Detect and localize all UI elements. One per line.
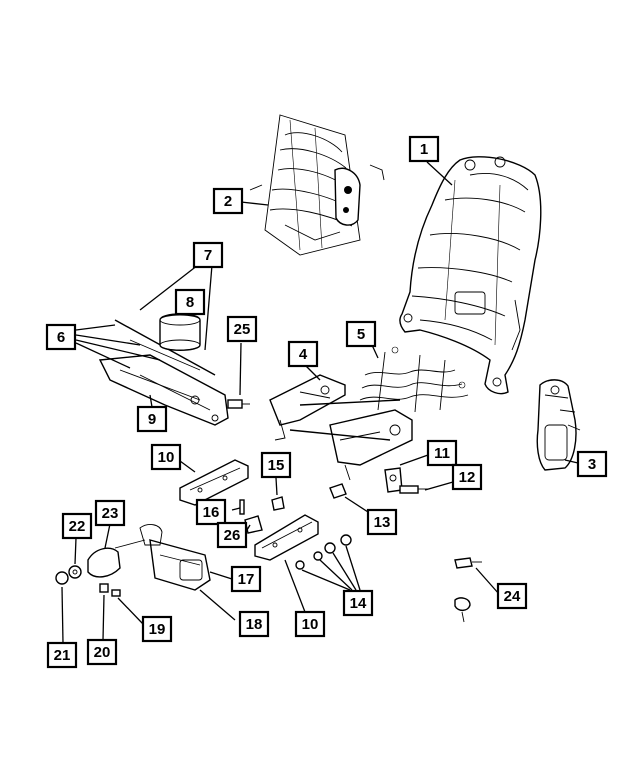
callout-15: 15 bbox=[260, 451, 292, 479]
callout-3: 3 bbox=[576, 450, 608, 478]
screws-24 bbox=[454, 557, 482, 623]
callout-25-text: 25 bbox=[234, 321, 251, 338]
callout-20: 20 bbox=[86, 638, 118, 666]
callout-24: 24 bbox=[496, 582, 528, 610]
callout-18-text: 18 bbox=[246, 616, 263, 633]
pin-16 bbox=[239, 499, 245, 515]
height-motor bbox=[114, 524, 211, 591]
bolt-25 bbox=[227, 399, 250, 409]
clip-15 bbox=[271, 496, 285, 511]
callout-13-text: 13 bbox=[374, 514, 391, 531]
callout-22-text: 22 bbox=[69, 518, 86, 535]
screw-20 bbox=[99, 583, 109, 593]
callout-14-text: 14 bbox=[350, 595, 367, 612]
foam-tube bbox=[159, 313, 201, 351]
clip-26 bbox=[244, 515, 263, 534]
screw-19 bbox=[111, 589, 121, 597]
bushings-14 bbox=[295, 534, 352, 570]
callout-26: 26 bbox=[216, 521, 248, 549]
seat-track-rail-right bbox=[254, 514, 319, 561]
callout-5-text: 5 bbox=[357, 326, 365, 343]
callout-6: 6 bbox=[45, 323, 77, 351]
callout-9-text: 9 bbox=[148, 411, 156, 428]
washer-22 bbox=[68, 565, 82, 579]
cover-23 bbox=[87, 547, 121, 578]
callout-24-text: 24 bbox=[504, 588, 521, 605]
seat-springs bbox=[359, 346, 469, 413]
callout-21: 21 bbox=[46, 641, 78, 669]
callout-4-text: 4 bbox=[299, 346, 308, 363]
callout-21-text: 21 bbox=[54, 647, 71, 664]
seat-track-rail-left bbox=[179, 459, 249, 506]
callout-23-text: 23 bbox=[102, 505, 119, 522]
callout-1-text: 1 bbox=[420, 141, 428, 158]
callout-7: 7 bbox=[192, 241, 224, 269]
clip-13 bbox=[329, 483, 347, 499]
callout-8-text: 8 bbox=[186, 294, 194, 311]
callout-1: 1 bbox=[408, 135, 440, 163]
callout-18: 18 bbox=[238, 610, 270, 638]
recliner-motor bbox=[536, 379, 581, 471]
callout-13: 13 bbox=[366, 508, 398, 536]
seat-back-frame bbox=[399, 156, 542, 395]
callout-7-text: 7 bbox=[204, 247, 212, 264]
callout-19: 19 bbox=[141, 615, 173, 643]
callout-17-text: 17 bbox=[238, 571, 255, 588]
callout-12-text: 12 bbox=[459, 469, 476, 486]
callout-5: 5 bbox=[345, 320, 377, 348]
callout-6-text: 6 bbox=[57, 329, 65, 346]
callout-9: 9 bbox=[136, 405, 168, 433]
callout-22: 22 bbox=[61, 512, 93, 540]
bolt-12 bbox=[399, 485, 428, 494]
callout-11-text: 11 bbox=[434, 445, 450, 462]
callout-3-text: 3 bbox=[588, 456, 596, 473]
callout-2: 2 bbox=[212, 187, 244, 215]
callout-8: 8 bbox=[174, 288, 206, 316]
nut-21 bbox=[55, 571, 69, 585]
callout-16-text: 16 bbox=[203, 504, 220, 521]
callout-25: 25 bbox=[226, 315, 258, 343]
callout-4: 4 bbox=[287, 340, 319, 368]
callout-17: 17 bbox=[230, 565, 262, 593]
callout-23: 23 bbox=[94, 499, 126, 527]
seat-cushion-frame bbox=[269, 374, 413, 481]
back-suspension-mat bbox=[249, 114, 385, 256]
callout-14: 14 bbox=[342, 589, 374, 617]
callout-10-right-text: 10 bbox=[302, 616, 319, 633]
callout-10-left: 10 bbox=[150, 443, 182, 471]
callout-11: 11 bbox=[426, 439, 458, 467]
callout-20-text: 20 bbox=[94, 644, 111, 661]
callout-19-text: 19 bbox=[149, 621, 166, 638]
callout-26-text: 26 bbox=[224, 527, 241, 544]
callout-10-left-text: 10 bbox=[158, 449, 175, 466]
callout-2-text: 2 bbox=[224, 193, 232, 210]
callout-10-right: 10 bbox=[294, 610, 326, 638]
callout-12: 12 bbox=[451, 463, 483, 491]
callout-16: 16 bbox=[195, 498, 227, 526]
callout-15-text: 15 bbox=[268, 457, 285, 474]
